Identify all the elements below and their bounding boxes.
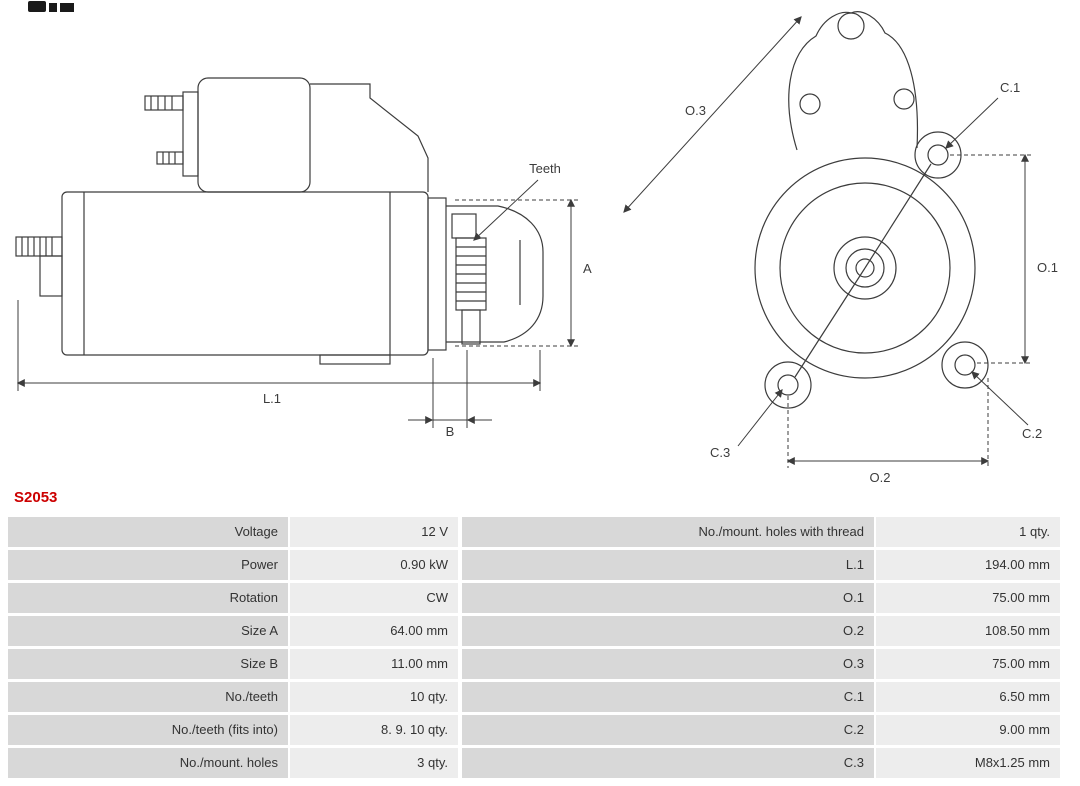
mount-hole-c3 [777, 374, 799, 396]
front-view [754, 11, 989, 409]
housing-outer-circle [754, 157, 976, 379]
spec-value: 75.00 mm [876, 583, 1060, 613]
spec-label: Size B [8, 649, 288, 679]
spec-value: 194.00 mm [876, 550, 1060, 580]
spec-label: O.1 [462, 583, 874, 613]
drive-end [427, 197, 544, 351]
spec-value: 0.90 kW [290, 550, 458, 580]
dim-o3-label: O.3 [685, 103, 706, 118]
table-row: No./teeth 10 qty. [8, 682, 458, 712]
dim-a-label: A [583, 261, 592, 276]
spec-value: 64.00 mm [290, 616, 458, 646]
spec-group-right: No./mount. holes with thread 1 qty. L.1 … [462, 517, 1060, 778]
dim-b-label: B [446, 424, 455, 439]
teeth-label: Teeth [529, 161, 561, 176]
table-row: O.2 108.50 mm [462, 616, 1060, 646]
dim-c3-label: C.3 [710, 445, 730, 460]
motor-body [61, 191, 429, 365]
spec-label: C.1 [462, 682, 874, 712]
spec-value: 12 V [290, 517, 458, 547]
spec-value: 75.00 mm [876, 649, 1060, 679]
dim-o1-label: O.1 [1037, 260, 1058, 275]
table-row: C.3 M8x1.25 mm [462, 748, 1060, 778]
spec-value: M8x1.25 mm [876, 748, 1060, 778]
spec-value: 9.00 mm [876, 715, 1060, 745]
spec-table: Voltage 12 V Power 0.90 kW Rotation CW S… [8, 517, 1060, 778]
table-row: Size B 11.00 mm [8, 649, 458, 679]
spec-label: C.2 [462, 715, 874, 745]
table-row: Power 0.90 kW [8, 550, 458, 580]
spec-label: Rotation [8, 583, 288, 613]
spec-group-left: Voltage 12 V Power 0.90 kW Rotation CW S… [8, 517, 458, 778]
table-row: L.1 194.00 mm [462, 550, 1060, 580]
dim-c2-label: C.2 [1022, 426, 1042, 441]
starter-motor-diagram: Teeth A L.1 B [15, 1, 1058, 485]
dim-o2-label: O.2 [870, 470, 891, 485]
side-view [15, 77, 544, 365]
solenoid [144, 77, 429, 193]
table-row: No./mount. holes 3 qty. [8, 748, 458, 778]
solenoid-front-silhouette [788, 11, 919, 151]
table-row: C.2 9.00 mm [462, 715, 1060, 745]
spec-label: L.1 [462, 550, 874, 580]
spec-value: 11.00 mm [290, 649, 458, 679]
spec-label: Power [8, 550, 288, 580]
spec-label: C.3 [462, 748, 874, 778]
mount-ear-top-right [914, 131, 962, 179]
table-row: Rotation CW [8, 583, 458, 613]
spec-label: Size A [8, 616, 288, 646]
spec-label: O.2 [462, 616, 874, 646]
dim-l1-label: L.1 [263, 391, 281, 406]
part-number: S2053 [14, 489, 58, 506]
mount-ear-bottom-left [764, 361, 812, 409]
spec-label: No./mount. holes with thread [462, 517, 874, 547]
table-row: O.3 75.00 mm [462, 649, 1060, 679]
spec-value: CW [290, 583, 458, 613]
spec-value: 1 qty. [876, 517, 1060, 547]
spec-label: No./teeth (fits into) [8, 715, 288, 745]
spec-value: 6.50 mm [876, 682, 1060, 712]
brand-logo [28, 1, 74, 12]
shaft-hub [833, 236, 897, 300]
spec-value: 10 qty. [290, 682, 458, 712]
spec-label: No./teeth [8, 682, 288, 712]
table-row: No./teeth (fits into) 8. 9. 10 qty. [8, 715, 458, 745]
table-row: Voltage 12 V [8, 517, 458, 547]
mount-hole-c1 [927, 144, 949, 166]
spec-label: O.3 [462, 649, 874, 679]
terminal-stud [15, 236, 63, 297]
spec-value: 8. 9. 10 qty. [290, 715, 458, 745]
table-row: No./mount. holes with thread 1 qty. [462, 517, 1060, 547]
front-view-labels: O.3 C.1 O.1 C.2 C.3 O.2 [685, 80, 1058, 485]
spec-value: 108.50 mm [876, 616, 1060, 646]
side-view-dimensions [16, 179, 580, 428]
dim-c1-label: C.1 [1000, 80, 1020, 95]
spec-label: Voltage [8, 517, 288, 547]
side-view-labels: Teeth A L.1 B [263, 161, 592, 439]
table-row: C.1 6.50 mm [462, 682, 1060, 712]
front-view-dimensions [623, 16, 1032, 468]
pinion-gear [455, 237, 487, 311]
table-row: Size A 64.00 mm [8, 616, 458, 646]
spec-label: No./mount. holes [8, 748, 288, 778]
spec-value: 3 qty. [290, 748, 458, 778]
mount-hole-c2 [954, 354, 976, 376]
mount-ear-bottom-right [941, 341, 989, 389]
technical-drawing: Teeth A L.1 B [15, 1, 1058, 485]
table-row: O.1 75.00 mm [462, 583, 1060, 613]
